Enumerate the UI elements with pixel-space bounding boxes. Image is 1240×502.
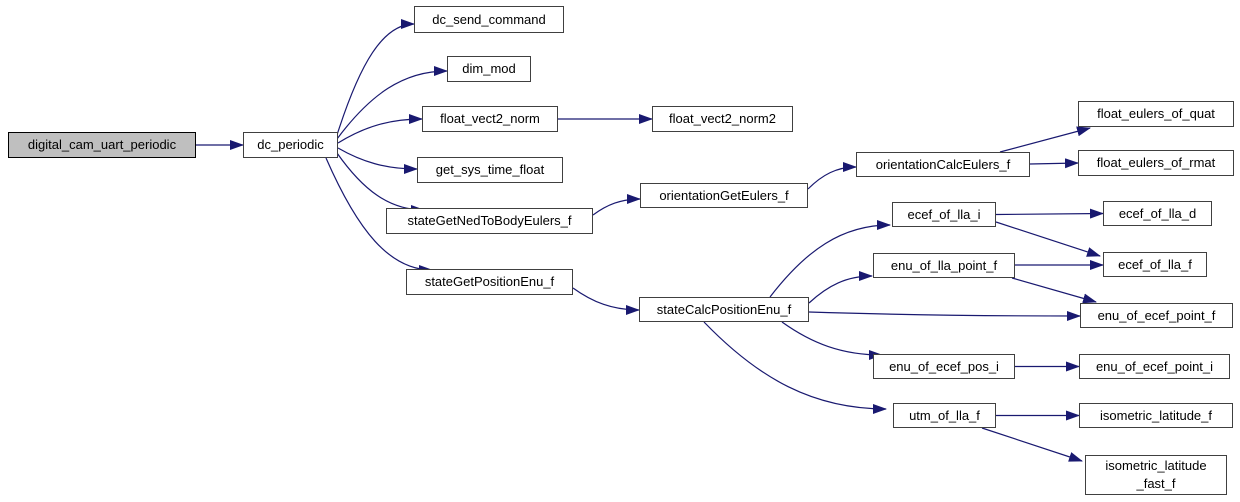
- graph-node-dim_mod[interactable]: dim_mod: [447, 56, 531, 82]
- graph-node-ecef_of_lla_f[interactable]: ecef_of_lla_f: [1103, 252, 1207, 277]
- call-edge-orientationCalcEulers_f-to-float_eulers_of_rmat: [1029, 158, 1079, 169]
- graph-node-ecef_of_lla_d[interactable]: ecef_of_lla_d: [1103, 201, 1212, 226]
- call-edge-ecef_of_lla_i-to-ecef_of_lla_f: [995, 221, 1101, 257]
- graph-node-float_eulers_of_quat[interactable]: float_eulers_of_quat: [1078, 101, 1234, 127]
- graph-node-float_eulers_of_rmat[interactable]: float_eulers_of_rmat: [1078, 150, 1234, 176]
- graph-node-float_vect2_norm[interactable]: float_vect2_norm: [422, 106, 558, 132]
- call-edge-orientationGetEulers_f-to-orientationCalcEulers_f: [807, 162, 857, 190]
- call-edge-stateCalcPositionEnu_f-to-enu_of_ecef_point_f: [808, 310, 1081, 321]
- call-edge-ecef_of_lla_i-to-ecef_of_lla_d: [995, 208, 1104, 219]
- call-edge-utm_of_lla_f-to-isometric_latitude_fast_f: [981, 427, 1083, 462]
- graph-node-digital_cam_uart_periodic: digital_cam_uart_periodic: [8, 132, 196, 158]
- graph-node-orientationGetEulers_f[interactable]: orientationGetEulers_f: [640, 183, 808, 208]
- call-edge-stateGetPositionEnu_f-to-stateCalcPositionEnu_f: [572, 287, 640, 315]
- graph-node-stateCalcPositionEnu_f[interactable]: stateCalcPositionEnu_f: [639, 297, 809, 322]
- graph-node-float_vect2_norm2[interactable]: float_vect2_norm2: [652, 106, 793, 132]
- graph-node-isometric_latitude_f[interactable]: isometric_latitude_f: [1079, 403, 1233, 428]
- call-edge-dc_periodic-to-dim_mod: [336, 66, 448, 140]
- call-edge-stateGetNedToBodyEulers_f-to-orientationGetEulers_f: [592, 194, 641, 216]
- call-edge-dc_periodic-to-float_vect2_norm: [337, 114, 423, 144]
- graph-node-dc_periodic[interactable]: dc_periodic: [243, 132, 338, 158]
- graph-node-enu_of_ecef_point_i[interactable]: enu_of_ecef_point_i: [1079, 354, 1230, 379]
- call-edge-dc_periodic-to-dc_send_command: [336, 19, 415, 136]
- call-edge-stateCalcPositionEnu_f-to-enu_of_lla_point_f: [808, 271, 873, 304]
- graph-node-utm_of_lla_f[interactable]: utm_of_lla_f: [893, 403, 996, 428]
- call-edge-dc_periodic-to-stateGetPositionEnu_f: [325, 157, 433, 275]
- graph-node-enu_of_lla_point_f[interactable]: enu_of_lla_point_f: [873, 253, 1015, 278]
- graph-node-ecef_of_lla_i[interactable]: ecef_of_lla_i: [892, 202, 996, 227]
- call-edge-orientationCalcEulers_f-to-float_eulers_of_quat: [999, 126, 1091, 153]
- call-edge-stateCalcPositionEnu_f-to-ecef_of_lla_i: [769, 220, 891, 298]
- graph-node-isometric_latitude_fast_f[interactable]: isometric_latitude _fast_f: [1085, 455, 1227, 495]
- graph-node-enu_of_ecef_point_f[interactable]: enu_of_ecef_point_f: [1080, 303, 1233, 328]
- call-edge-dc_periodic-to-get_sys_time_float: [337, 147, 418, 174]
- graph-node-dc_send_command[interactable]: dc_send_command: [414, 6, 564, 33]
- graph-node-stateGetPositionEnu_f[interactable]: stateGetPositionEnu_f: [406, 269, 573, 295]
- call-edge-dc_periodic-to-stateGetNedToBodyEulers_f: [336, 152, 425, 215]
- graph-node-get_sys_time_float[interactable]: get_sys_time_float: [417, 157, 563, 183]
- edge-group: [196, 19, 1104, 462]
- graph-node-stateGetNedToBodyEulers_f[interactable]: stateGetNedToBodyEulers_f: [386, 208, 593, 234]
- graph-node-orientationCalcEulers_f[interactable]: orientationCalcEulers_f: [856, 152, 1030, 177]
- call-edge-stateCalcPositionEnu_f-to-utm_of_lla_f: [703, 321, 887, 414]
- call-edge-stateCalcPositionEnu_f-to-enu_of_ecef_pos_i: [781, 321, 883, 360]
- graph-node-enu_of_ecef_pos_i[interactable]: enu_of_ecef_pos_i: [873, 354, 1015, 379]
- call-edge-enu_of_lla_point_f-to-enu_of_ecef_point_f: [1011, 277, 1097, 304]
